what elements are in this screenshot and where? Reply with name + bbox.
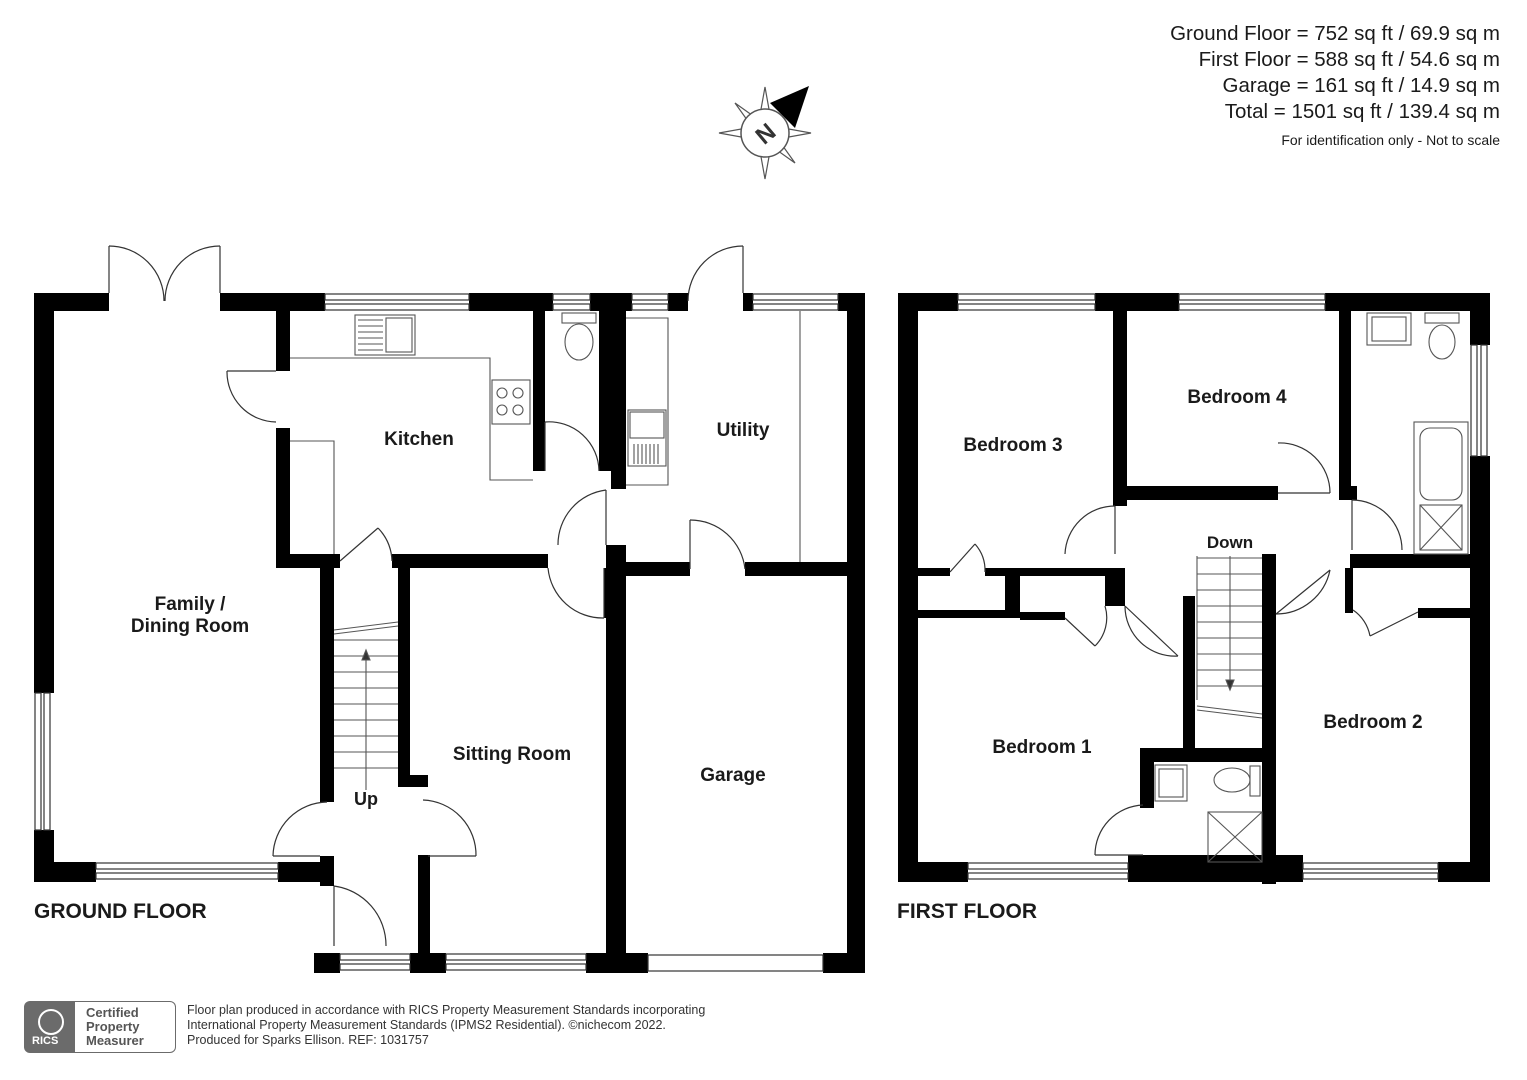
footer-line-1: Floor plan produced in accordance with R… [187, 1003, 706, 1017]
stairs-down-label: Down [1207, 533, 1253, 552]
rics-logo-word: RICS [32, 1035, 59, 1047]
area-total: Total = 1501 sq ft / 139.4 sq m [1224, 100, 1500, 123]
first-floor-doors [949, 442, 1419, 856]
scale-disclaimer: For identification only - Not to scale [1281, 132, 1500, 148]
footer-line-2: International Property Measurement Stand… [187, 1018, 666, 1032]
first-floor-windows [957, 293, 1488, 880]
badge-line-3: Measurer [86, 1033, 144, 1048]
ground-floor-walls [34, 293, 865, 973]
first-floor-fixtures [1154, 312, 1469, 863]
first-floor-label: FIRST FLOOR [897, 900, 1037, 923]
ground-floor-doors [108, 245, 746, 947]
room-label-bedroom-4: Bedroom 4 [1187, 387, 1287, 408]
rics-emblem-icon [38, 1009, 64, 1035]
ground-floor-fixtures [290, 311, 801, 790]
footer-line-3: Produced for Sparks Ellison. REF: 103175… [187, 1033, 429, 1047]
badge-line-2: Property [86, 1019, 140, 1034]
rics-logo: RICS [24, 1001, 75, 1053]
north-arrow-icon: N [718, 86, 812, 180]
room-label-family-line2: Dining Room [131, 616, 249, 637]
rics-badge-frame [75, 1001, 176, 1053]
room-label-bedroom-2: Bedroom 2 [1323, 712, 1422, 733]
area-first-floor: First Floor = 588 sq ft / 54.6 sq m [1198, 48, 1500, 71]
room-label-garage: Garage [700, 765, 765, 786]
room-label-bedroom-1: Bedroom 1 [992, 737, 1092, 758]
room-label-bedroom-3: Bedroom 3 [963, 435, 1062, 456]
first-floor-walls [898, 293, 1490, 884]
room-label-family-line1: Family / [155, 594, 226, 615]
ground-floor-label: GROUND FLOOR [34, 900, 207, 923]
footer-credits: Floor plan produced in accordance with R… [187, 1003, 705, 1048]
rics-certified-badge: RICS Certified Property Measurer [24, 1001, 177, 1053]
area-garage: Garage = 161 sq ft / 14.9 sq m [1222, 74, 1500, 97]
ground-floor-windows [34, 293, 839, 972]
badge-line-1: Certified [86, 1005, 139, 1020]
room-label-sitting-room: Sitting Room [453, 744, 571, 765]
room-label-utility: Utility [717, 420, 770, 441]
stairs-up-label: Up [354, 789, 378, 809]
area-ground-floor: Ground Floor = 752 sq ft / 69.9 sq m [1170, 22, 1500, 45]
room-label-kitchen: Kitchen [384, 429, 454, 450]
rics-badge-text: Certified Property Measurer [86, 1006, 144, 1048]
